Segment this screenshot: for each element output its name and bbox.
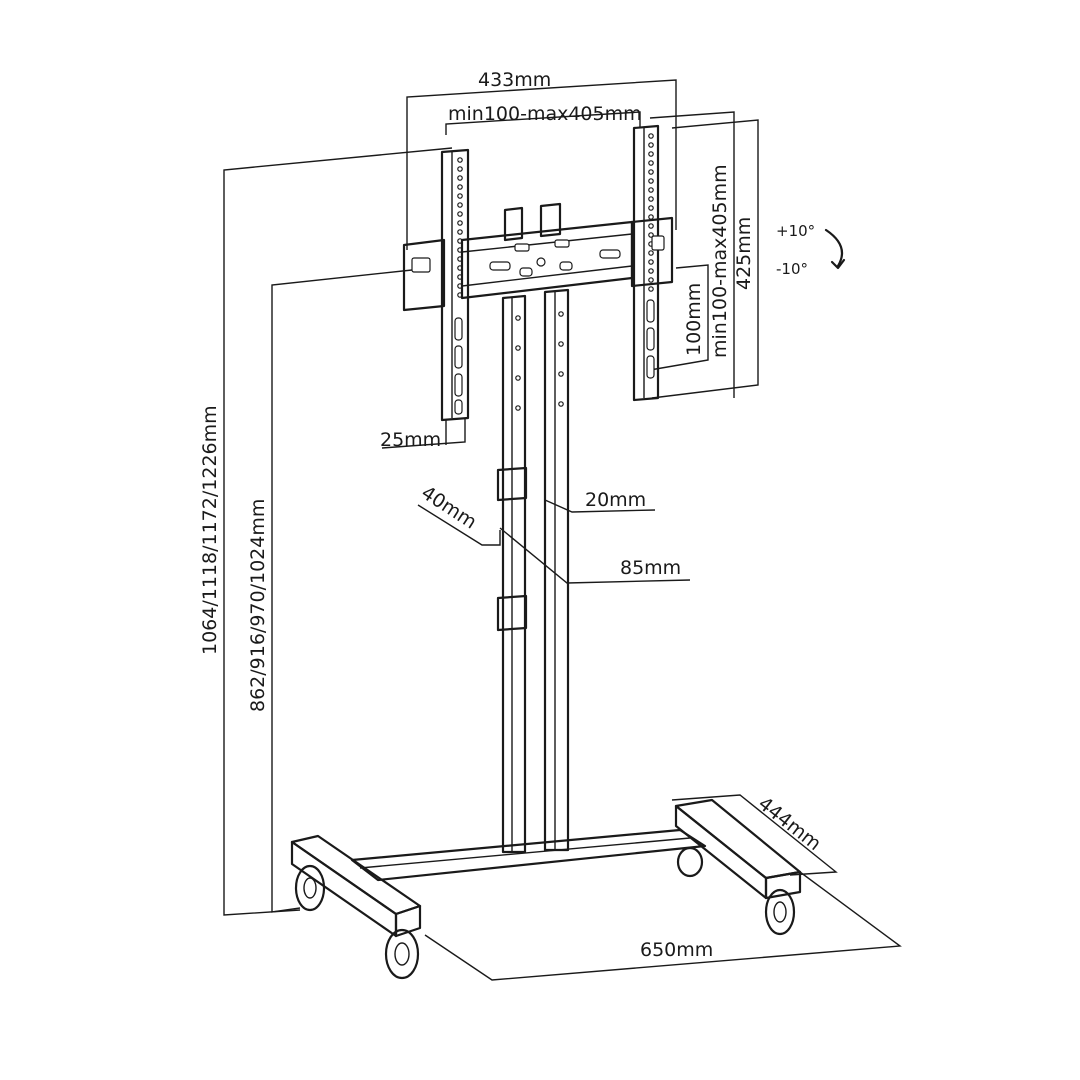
label-tilt-up: +10° — [776, 222, 815, 240]
bracket-hole — [648, 142, 654, 148]
label-40mm: 40mm — [417, 482, 480, 534]
bracket-hole — [648, 223, 654, 229]
label-25mm: 25mm — [380, 429, 441, 451]
bracket-hole — [648, 268, 654, 274]
bracket-hole — [648, 286, 654, 292]
caster-wheels — [294, 846, 796, 980]
horizontal-mount-plate — [402, 202, 674, 312]
bracket-hole — [648, 196, 654, 202]
bracket-hole — [648, 160, 654, 166]
label-total-height: 1064/1118/1172/1226mm — [199, 405, 221, 655]
label-20mm: 20mm — [585, 489, 646, 511]
bracket-hole — [648, 151, 654, 157]
label-650mm: 650mm — [640, 939, 713, 961]
dimension-lines — [223, 79, 902, 981]
label-444mm: 444mm — [754, 793, 825, 855]
bracket-hole — [457, 184, 463, 190]
label-vesa-vertical: min100-max405mm — [709, 164, 731, 358]
label-85mm: 85mm — [620, 557, 681, 579]
label-bracket-height: 425mm — [733, 217, 755, 290]
label-vesa-horizontal: min100-max405mm — [448, 103, 642, 125]
bracket-hole — [648, 259, 654, 265]
stand-base — [290, 798, 802, 938]
bracket-hole — [457, 175, 463, 181]
stand-poles — [496, 288, 570, 854]
left-vertical-bracket — [440, 148, 470, 422]
right-vertical-bracket — [632, 124, 660, 402]
bracket-hole — [457, 166, 463, 172]
bracket-hole — [648, 133, 654, 139]
bracket-hole — [457, 220, 463, 226]
tilt-arrow-icon — [824, 228, 846, 270]
label-tilt-down: -10° — [776, 260, 808, 278]
bracket-hole — [457, 193, 463, 199]
bracket-hole — [457, 229, 463, 235]
bracket-hole — [457, 157, 463, 163]
bracket-hole — [648, 187, 654, 193]
bracket-hole — [648, 169, 654, 175]
label-100mm: 100mm — [683, 283, 705, 356]
bracket-hole — [457, 211, 463, 217]
label-center-height: 862/916/970/1024mm — [247, 499, 269, 712]
label-433mm: 433mm — [478, 69, 551, 91]
bracket-hole — [648, 214, 654, 220]
bracket-hole — [648, 277, 654, 283]
bracket-hole — [648, 178, 654, 184]
bracket-hole — [457, 202, 463, 208]
bracket-hole — [648, 205, 654, 211]
bracket-hole — [648, 250, 654, 256]
